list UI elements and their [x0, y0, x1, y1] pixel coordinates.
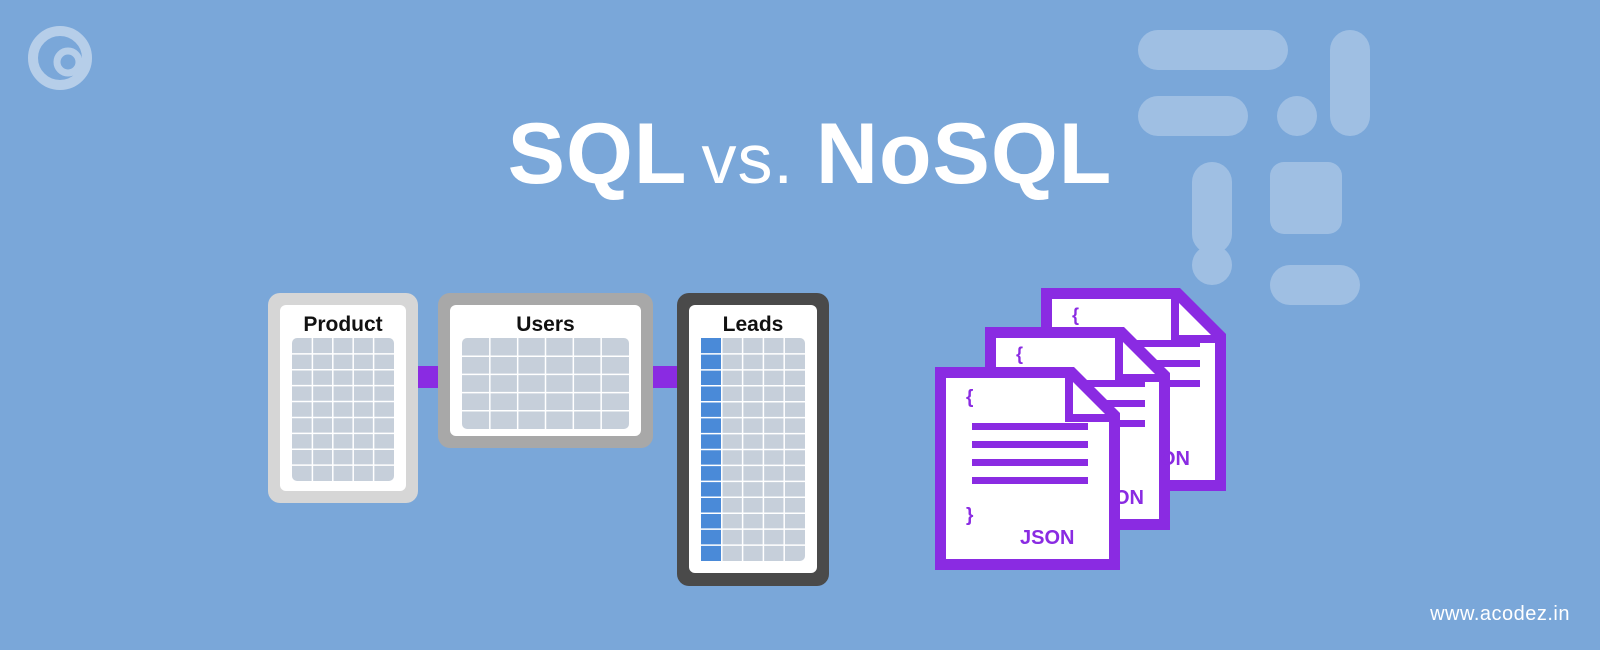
back-doc-open-brace: { [1072, 305, 1080, 325]
table-label-leads: Leads [722, 313, 784, 336]
json-document-front [935, 367, 1120, 570]
middle-doc-open-brace: { [1016, 344, 1024, 364]
back-doc-label: ON [1160, 448, 1190, 470]
website-url: www.acodez.in [1430, 603, 1570, 625]
table-product [268, 293, 418, 503]
middle-doc-label: ON [1114, 487, 1144, 509]
decorative-pattern [1138, 30, 1370, 305]
title-sql: SQL [507, 106, 688, 202]
table-label-users: Users [516, 313, 575, 336]
table-users [438, 293, 653, 448]
front-doc-open-brace: { [966, 387, 974, 408]
title-vs: vs. [701, 120, 794, 198]
front-doc-label: JSON [1020, 527, 1075, 549]
table-label-product: Product [303, 313, 383, 336]
acodez-logo-icon [28, 26, 92, 90]
title-nosql: NoSQL [815, 106, 1113, 202]
table-leads [677, 293, 829, 586]
front-doc-close-brace: } [966, 505, 974, 526]
